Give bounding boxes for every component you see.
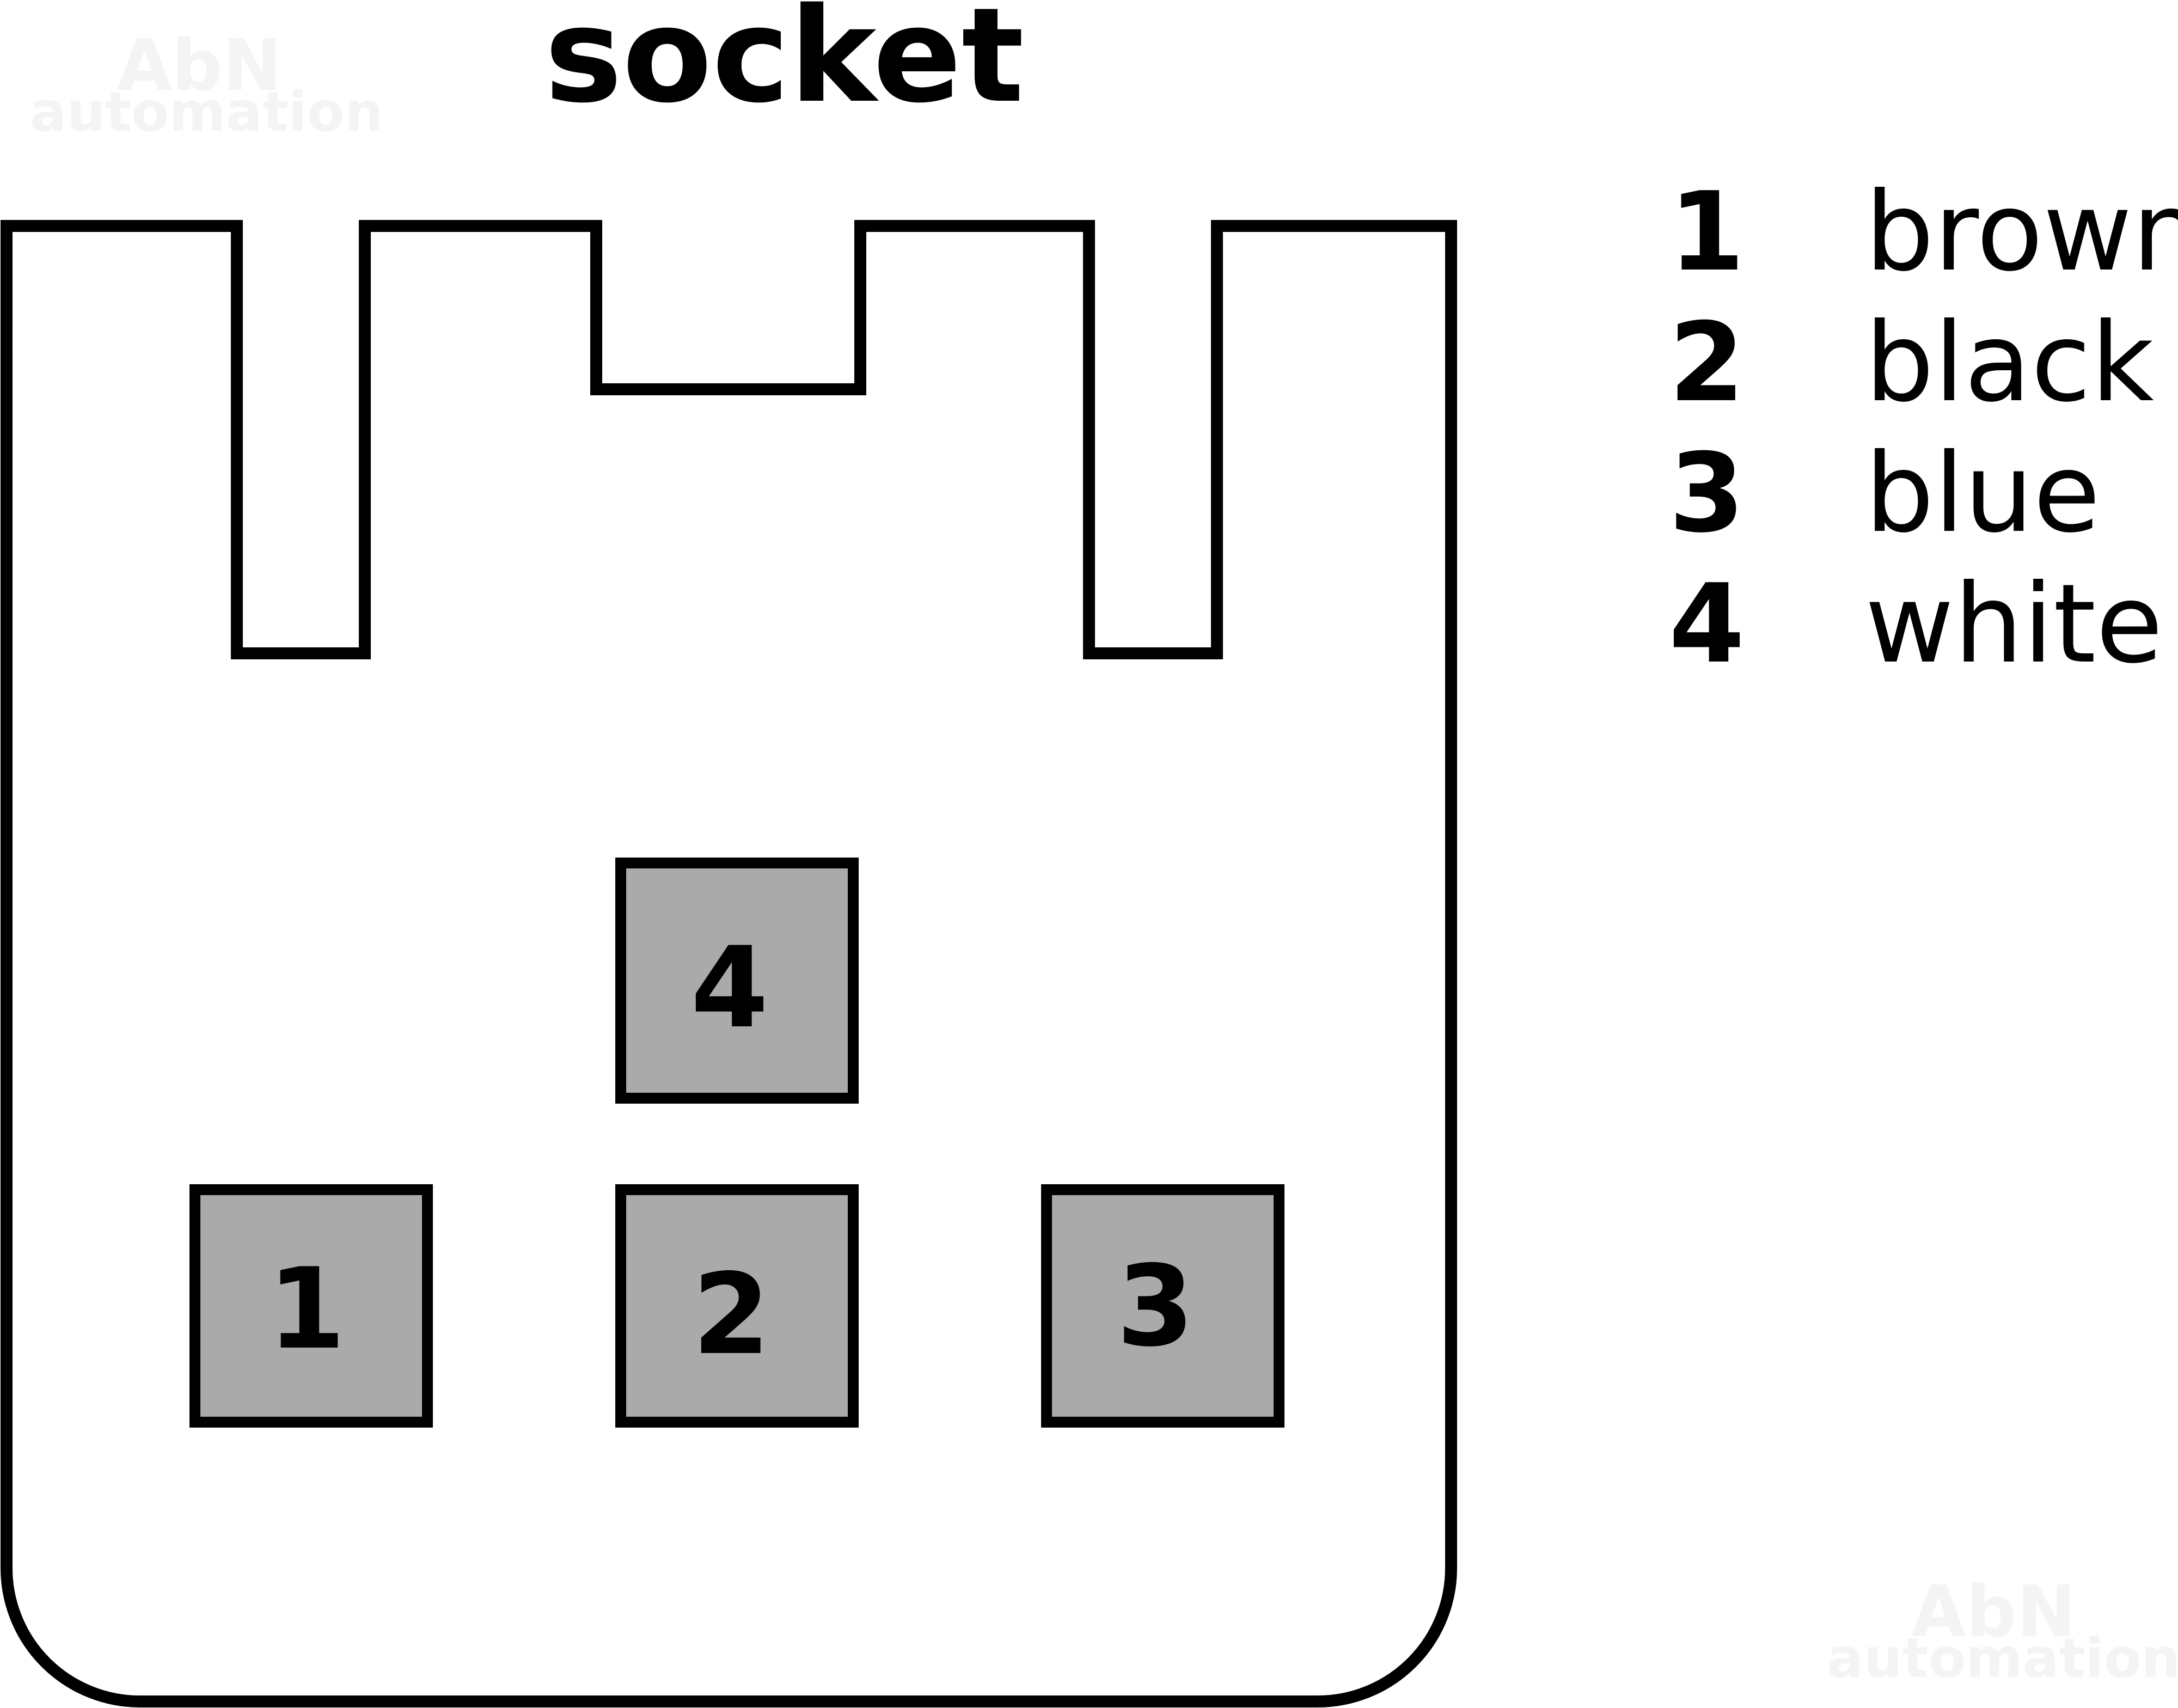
pin-2-body xyxy=(615,1184,859,1428)
legend-color-white: white xyxy=(1865,561,2163,688)
pin-4: 4 xyxy=(615,858,859,1104)
watermark-line1: AbN xyxy=(1911,1570,2076,1653)
legend-color-brown: brown xyxy=(1865,169,2178,296)
watermark-line2: automation xyxy=(30,80,383,144)
pin-1-label: 1 xyxy=(268,1245,346,1374)
legend-color-black: black xyxy=(1865,299,2154,426)
legend-number-3: 3 xyxy=(1669,430,1745,557)
watermark-bottom-right: AbN automation xyxy=(1827,1570,2178,1690)
legend-color-blue: blue xyxy=(1865,430,2100,557)
watermark-line2: automation xyxy=(1827,1626,2178,1690)
pin-2: 2 xyxy=(615,1184,859,1428)
wire-color-legend: 1 brown 2 black 3 blue 4 white xyxy=(1669,169,2178,688)
watermark-top-left: AbN automation xyxy=(30,24,383,144)
pin-1-body xyxy=(189,1184,433,1428)
legend-number-1: 1 xyxy=(1669,169,1745,296)
pin-4-body xyxy=(615,858,859,1104)
diagram-title: socket xyxy=(544,0,1024,132)
pin-4-label: 4 xyxy=(691,923,769,1053)
pin-3-label: 3 xyxy=(1117,1242,1195,1372)
pin-3-body xyxy=(1041,1184,1284,1428)
pin-2-label: 2 xyxy=(693,1250,770,1380)
pin-3: 3 xyxy=(1041,1184,1284,1428)
pin-1: 1 xyxy=(189,1184,433,1428)
watermark-line1: AbN xyxy=(117,24,282,107)
legend-number-4: 4 xyxy=(1669,561,1745,688)
legend-number-2: 2 xyxy=(1669,299,1745,426)
